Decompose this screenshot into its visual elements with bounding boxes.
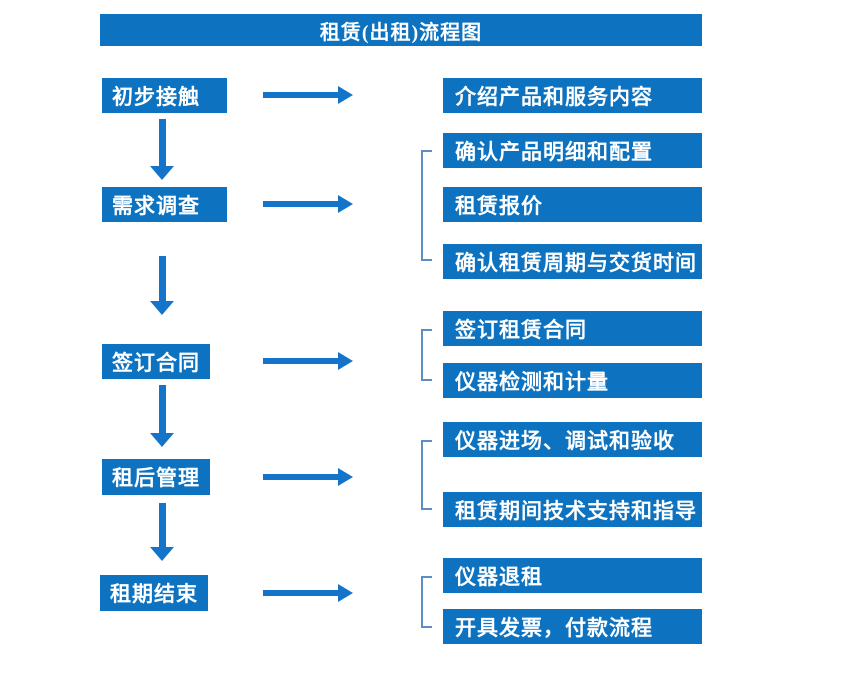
group-bracket-sign-contract [421,329,432,381]
output-box-sign-rental-contract: 签订租赁合同 [443,311,702,346]
arrow-right-icon [263,352,353,370]
arrow-down-icon [150,119,174,180]
output-box-invoice-payment: 开具发票，付款流程 [443,609,702,644]
diagram-title: 租赁(出租)流程图 [100,14,702,46]
arrow-head [150,547,174,561]
arrow-head [150,433,174,447]
output-box-confirm-rental-period: 确认租赁周期与交货时间 [443,244,702,279]
arrow-down-icon [150,503,174,561]
arrow-shaft [263,92,338,98]
output-box-confirm-product-details: 确认产品明细和配置 [443,133,702,168]
arrow-down-icon [150,256,174,315]
arrow-head [338,195,353,213]
arrow-shaft [263,358,338,364]
arrow-right-icon [263,86,353,104]
arrow-head [338,86,353,104]
arrow-shaft [158,503,166,547]
group-bracket-post-rental [421,440,432,510]
output-box-instrument-return: 仪器退租 [443,558,702,593]
arrow-shaft [158,119,166,166]
stage-box-initial-contact: 初步接触 [102,78,227,113]
arrow-right-icon [263,468,353,486]
arrow-right-icon [263,195,353,213]
arrow-right-icon [263,584,353,602]
output-box-introduce-products: 介绍产品和服务内容 [443,78,702,113]
stage-box-post-rental-management: 租后管理 [102,459,210,495]
arrow-shaft [158,385,166,433]
output-box-technical-support: 租赁期间技术支持和指导 [443,492,702,527]
group-bracket-demand-survey [421,150,432,261]
arrow-shaft [263,590,338,596]
arrow-shaft [263,474,338,480]
output-box-rental-quotation: 租赁报价 [443,187,702,222]
arrow-head [338,584,353,602]
stage-box-sign-contract: 签订合同 [102,344,210,379]
arrow-shaft [158,256,166,301]
arrow-head [150,166,174,180]
stage-box-lease-end: 租期结束 [100,575,208,611]
arrow-head [338,468,353,486]
arrow-head [338,352,353,370]
stage-box-demand-survey: 需求调查 [102,187,227,222]
arrow-shaft [263,201,338,207]
output-box-instrument-entry-acceptance: 仪器进场、调试和验收 [443,422,702,457]
output-box-instrument-testing: 仪器检测和计量 [443,363,702,398]
arrow-down-icon [150,385,174,447]
group-bracket-lease-end [421,576,432,628]
arrow-head [150,301,174,315]
